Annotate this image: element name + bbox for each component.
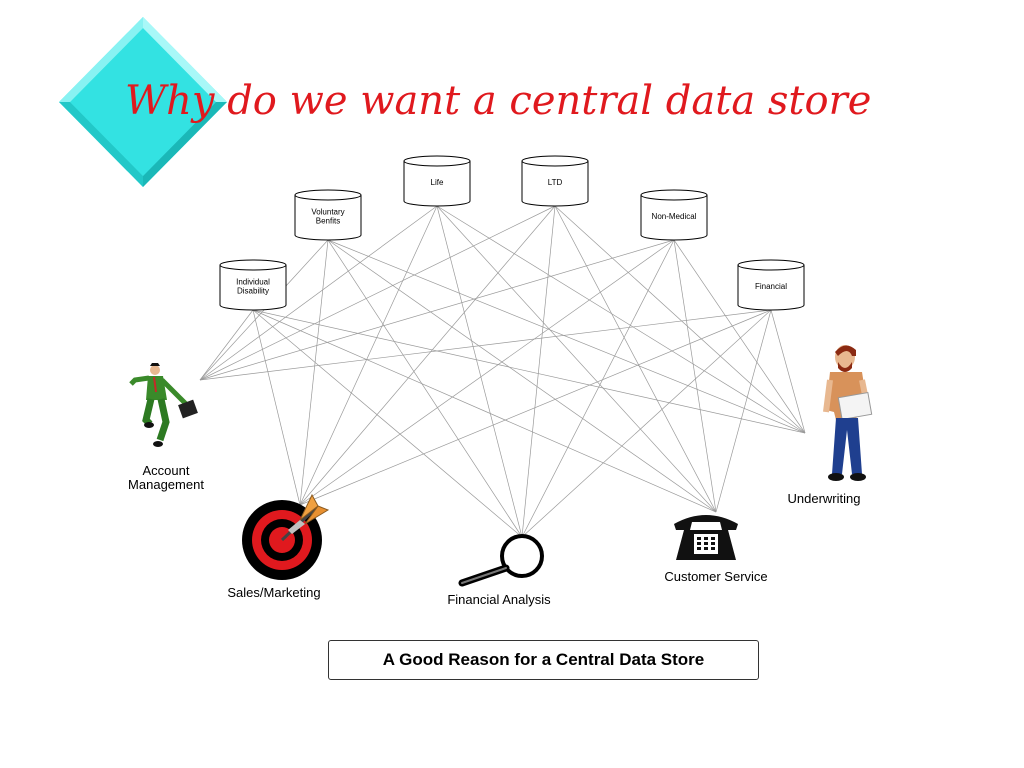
connection-line: [521, 205, 556, 538]
connection-line: [436, 205, 717, 513]
man-with-clipboard-icon: [823, 345, 873, 481]
label-account-management: Account Management: [116, 464, 216, 492]
connection-line: [554, 205, 806, 434]
database-financial: Financial: [737, 259, 805, 311]
database-label: Non-Medical: [652, 212, 697, 221]
database-label: Voluntary: [311, 208, 344, 217]
connection-line: [673, 239, 806, 434]
connection-line: [252, 309, 806, 434]
page-title: Why do we want a central data store: [125, 78, 872, 124]
connection-line: [199, 205, 556, 381]
connection-line: [521, 239, 675, 538]
connection-line: [521, 309, 772, 538]
connection-line: [770, 309, 806, 434]
connection-line: [554, 205, 717, 513]
caption-box: A Good Reason for a Central Data Store: [328, 640, 759, 680]
label-account-line1: Account: [142, 463, 190, 478]
database-label: Individual: [236, 278, 270, 287]
target-dart-icon: [242, 493, 330, 580]
connection-line: [199, 309, 772, 381]
label-sales-marketing: Sales/Marketing: [227, 585, 321, 600]
connection-line: [299, 239, 329, 506]
connection-line: [199, 309, 254, 381]
connection-line: [252, 309, 523, 538]
label-financial-analysis: Financial Analysis: [447, 592, 551, 607]
telephone-icon: [674, 515, 738, 560]
connection-line: [299, 205, 556, 506]
label-underwriting: Underwriting: [787, 491, 861, 506]
database-label: LTD: [548, 178, 563, 187]
connection-line: [299, 309, 772, 506]
connection-line: [673, 239, 717, 513]
magnifying-glass-icon: [458, 534, 544, 587]
connection-line: [199, 239, 675, 381]
database-label: Financial: [755, 282, 787, 291]
connection-line: [327, 239, 806, 434]
connection-line: [299, 205, 438, 506]
database-label: Life: [431, 178, 444, 187]
database-ltd: LTD: [521, 155, 589, 207]
database-label: Disability: [237, 287, 269, 296]
connection-line: [436, 205, 523, 538]
connection-line: [299, 239, 675, 506]
database-life: Life: [403, 155, 471, 207]
database-label: Benfits: [316, 217, 340, 226]
connection-line: [252, 309, 717, 513]
connection-line: [715, 309, 772, 513]
connection-line: [436, 205, 806, 434]
label-customer-service: Customer Service: [664, 569, 768, 584]
label-account-line2: Management: [128, 477, 204, 492]
connection-lines: [199, 205, 806, 538]
database-nonmedical: Non-Medical: [640, 189, 708, 241]
diamond-logo: [59, 17, 227, 187]
connection-line: [327, 239, 523, 538]
connection-line: [199, 205, 438, 381]
connection-line: [252, 309, 301, 506]
connection-line: [327, 239, 717, 513]
walking-businessman-icon: [129, 363, 198, 447]
